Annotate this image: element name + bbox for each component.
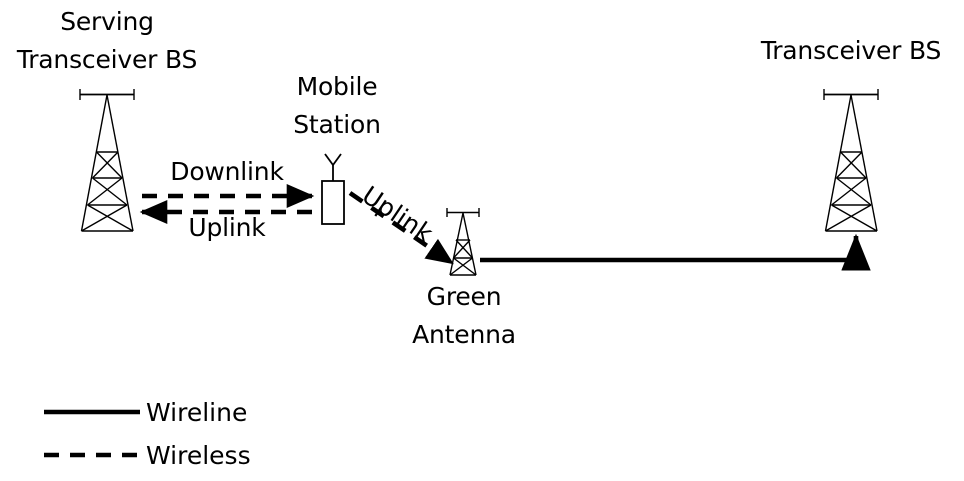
downlink-label: Downlink bbox=[170, 157, 284, 186]
mobile-station-handset-icon bbox=[321, 153, 345, 225]
transceiver-bs-label: Transceiver BS bbox=[760, 36, 942, 65]
green-antenna-label-line1: Green bbox=[426, 282, 502, 311]
transceiver-bs-tower-icon bbox=[823, 89, 879, 232]
mobile-station-label-line2: Station bbox=[293, 110, 381, 139]
serving-bs-tower-icon bbox=[79, 89, 135, 232]
wireline-backhaul bbox=[480, 233, 871, 271]
green-antenna-tower-icon bbox=[446, 208, 480, 276]
mobile-station-label-line1: Mobile bbox=[296, 72, 378, 101]
serving-bs-label-line2: Transceiver BS bbox=[16, 45, 198, 74]
legend-item-wireless-label: Wireless bbox=[146, 441, 251, 470]
green-antenna-label-line2: Antenna bbox=[412, 320, 516, 349]
uplink-label: Uplink bbox=[188, 213, 266, 242]
legend-item-wireline-label: Wireline bbox=[146, 398, 248, 427]
serving-bs-label-line1: Serving bbox=[60, 7, 154, 36]
uplink-green-antenna-arrow bbox=[348, 191, 454, 265]
